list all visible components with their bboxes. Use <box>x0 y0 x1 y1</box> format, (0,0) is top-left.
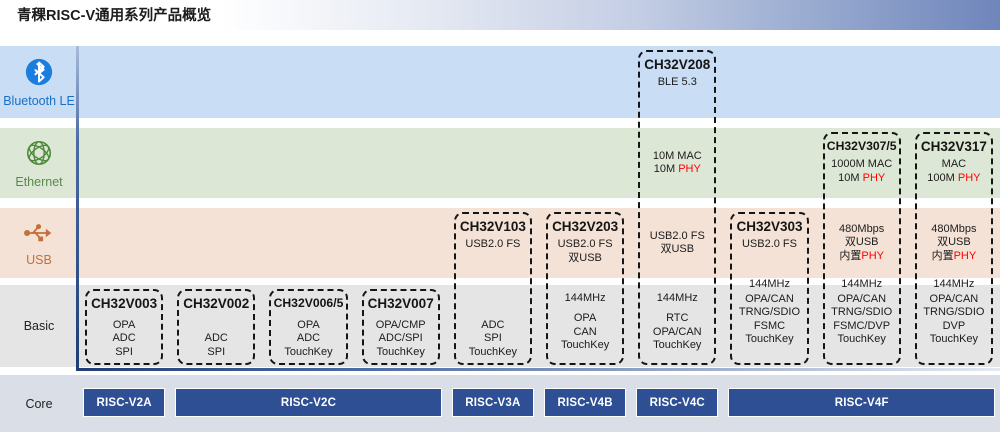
axis-horizontal <box>76 368 1000 371</box>
product-overview-matrix: Bluetooth LE Ethernet <box>0 38 1000 432</box>
row-band-usb: USB <box>0 208 1000 278</box>
row-band-ethernet: Ethernet <box>0 128 1000 198</box>
row-label-text-core: Core <box>25 396 53 411</box>
page-title: 青稞RISC-V通用系列产品概览 <box>17 8 212 24</box>
row-label-usb: USB <box>0 208 78 278</box>
row-plot-basic <box>78 285 1000 367</box>
row-plot-ethernet <box>78 128 1000 198</box>
row-label-basic: Basic <box>0 285 78 367</box>
row-label-bluetooth-le: Bluetooth LE <box>0 46 78 118</box>
row-plot-bluetooth-le <box>78 46 1000 118</box>
row-label-core: Core <box>0 375 78 432</box>
row-label-text-bluetooth-le: Bluetooth LE <box>3 93 75 108</box>
axis-vertical <box>76 46 79 371</box>
row-band-bluetooth-le: Bluetooth LE <box>0 46 1000 118</box>
usb-icon <box>22 220 56 251</box>
row-label-text-basic: Basic <box>23 319 55 333</box>
row-plot-usb <box>78 208 1000 278</box>
row-label-text-ethernet: Ethernet <box>15 174 63 189</box>
row-plot-core <box>78 375 1000 432</box>
row-band-core: Core <box>0 375 1000 432</box>
bluetooth-icon <box>24 57 54 92</box>
row-label-text-usb: USB <box>26 252 52 267</box>
row-band-basic: Basic <box>0 285 1000 367</box>
row-label-ethernet: Ethernet <box>0 128 78 198</box>
title-bar: 青稞RISC-V通用系列产品概览 <box>0 0 1000 30</box>
ethernet-globe-icon <box>24 138 54 173</box>
